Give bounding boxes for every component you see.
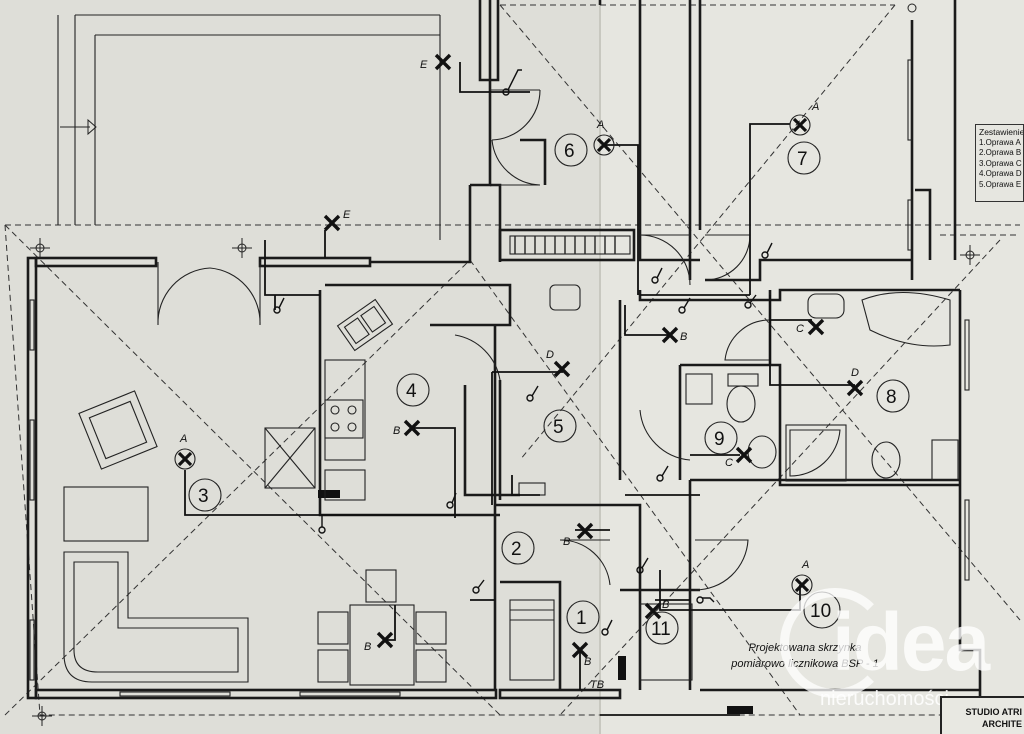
fixture-a-room7: A <box>789 101 819 136</box>
svg-text:B: B <box>584 656 591 668</box>
wiring <box>184 62 855 716</box>
room-number-9: 9 <box>714 429 725 450</box>
furniture <box>63 235 959 714</box>
legend-item: 5.Oprawa E <box>979 179 1022 189</box>
fixture-c-room9: C <box>725 446 753 469</box>
room-marker-4: 4 <box>396 373 430 407</box>
fixture-c-room8: C <box>796 318 825 336</box>
room-number-2: 2 <box>511 539 522 560</box>
axis-markers <box>30 3 980 726</box>
stamp-line2: ARCHITE <box>982 719 1022 729</box>
svg-text:D: D <box>851 367 859 379</box>
room-marker-3: 3 <box>188 478 222 512</box>
fixture-b-room11: B <box>644 599 669 620</box>
fixture-b-room4: B <box>393 419 421 437</box>
fixture-e-mid: E <box>323 209 351 232</box>
room-marker-6: 6 <box>554 133 588 167</box>
svg-text:B: B <box>680 331 687 343</box>
svg-text:A: A <box>179 433 187 445</box>
fixture-a-room3: A <box>174 433 196 470</box>
fixture-a-room6: A <box>593 119 615 156</box>
fixture-b-room1: B <box>571 641 591 668</box>
svg-text:C: C <box>725 457 733 469</box>
svg-text:C: C <box>796 323 804 335</box>
architect-stamp: STUDIO ATRI ARCHITE <box>940 696 1024 734</box>
svg-text:B: B <box>563 536 570 548</box>
svg-text:E: E <box>343 209 351 221</box>
room-number-8: 8 <box>886 387 897 408</box>
room-marker-5: 5 <box>543 409 577 443</box>
room-number-5: 5 <box>553 417 564 438</box>
switches <box>273 69 773 636</box>
construction-lines <box>57 14 441 240</box>
room-marker-11: 11 <box>645 611 679 645</box>
fixture-b-room3: B <box>364 631 394 653</box>
watermark: idea nieruchomości <box>780 588 1020 718</box>
fixture-d-room5: D <box>546 349 571 378</box>
watermark-brand: idea <box>832 597 990 688</box>
fixture-d-room8: D <box>846 367 864 397</box>
room-marker-2: 2 <box>501 531 535 565</box>
stamp-line1: STUDIO ATRI <box>965 707 1023 717</box>
doors <box>157 89 771 591</box>
svg-text:B: B <box>662 599 669 611</box>
room-number-7: 7 <box>797 149 808 170</box>
legend-item: 3.Oprawa C <box>979 158 1022 168</box>
svg-text:A: A <box>596 119 604 131</box>
fixture-e-top: E <box>420 53 452 71</box>
room-marker-1: 1 <box>566 600 600 634</box>
fixture-b-room2: B <box>563 522 594 548</box>
windows <box>29 59 970 697</box>
svg-text:A: A <box>801 559 809 571</box>
light-fixtures: E E A A A A B <box>174 53 864 668</box>
svg-text:B: B <box>364 641 371 653</box>
legend-item: 1.Oprawa A <box>979 137 1021 147</box>
room-number-3: 3 <box>198 486 209 507</box>
room-number-1: 1 <box>576 608 587 629</box>
fixture-b-hall: B <box>661 326 687 344</box>
svg-text:A: A <box>811 101 819 113</box>
room-number-6: 6 <box>564 141 575 162</box>
room-marker-8: 8 <box>876 379 910 413</box>
room-markers: 1 2 3 4 5 6 7 8 9 10 11 <box>188 133 910 645</box>
watermark-tagline: nieruchomości <box>820 688 949 710</box>
svg-text:E: E <box>420 59 428 71</box>
room-number-11: 11 <box>651 619 671 640</box>
room-marker-9: 9 <box>704 421 738 455</box>
legend-item: 2.Oprawa B <box>979 148 1022 157</box>
legend-box: Zestawienie 1.Oprawa A 2.Oprawa B 3.Opra… <box>975 124 1024 202</box>
room-marker-7: 7 <box>787 141 821 175</box>
legend-title: Zestawienie <box>979 127 1024 137</box>
legend-item: 4.Oprawa D <box>979 169 1022 178</box>
svg-text:B: B <box>393 425 400 437</box>
fixture-a-room10: A <box>791 559 813 596</box>
svg-text:D: D <box>546 349 554 361</box>
room-number-4: 4 <box>406 381 417 402</box>
watermark-ring-icon <box>780 588 890 698</box>
switchboard-label: TB <box>590 679 604 691</box>
